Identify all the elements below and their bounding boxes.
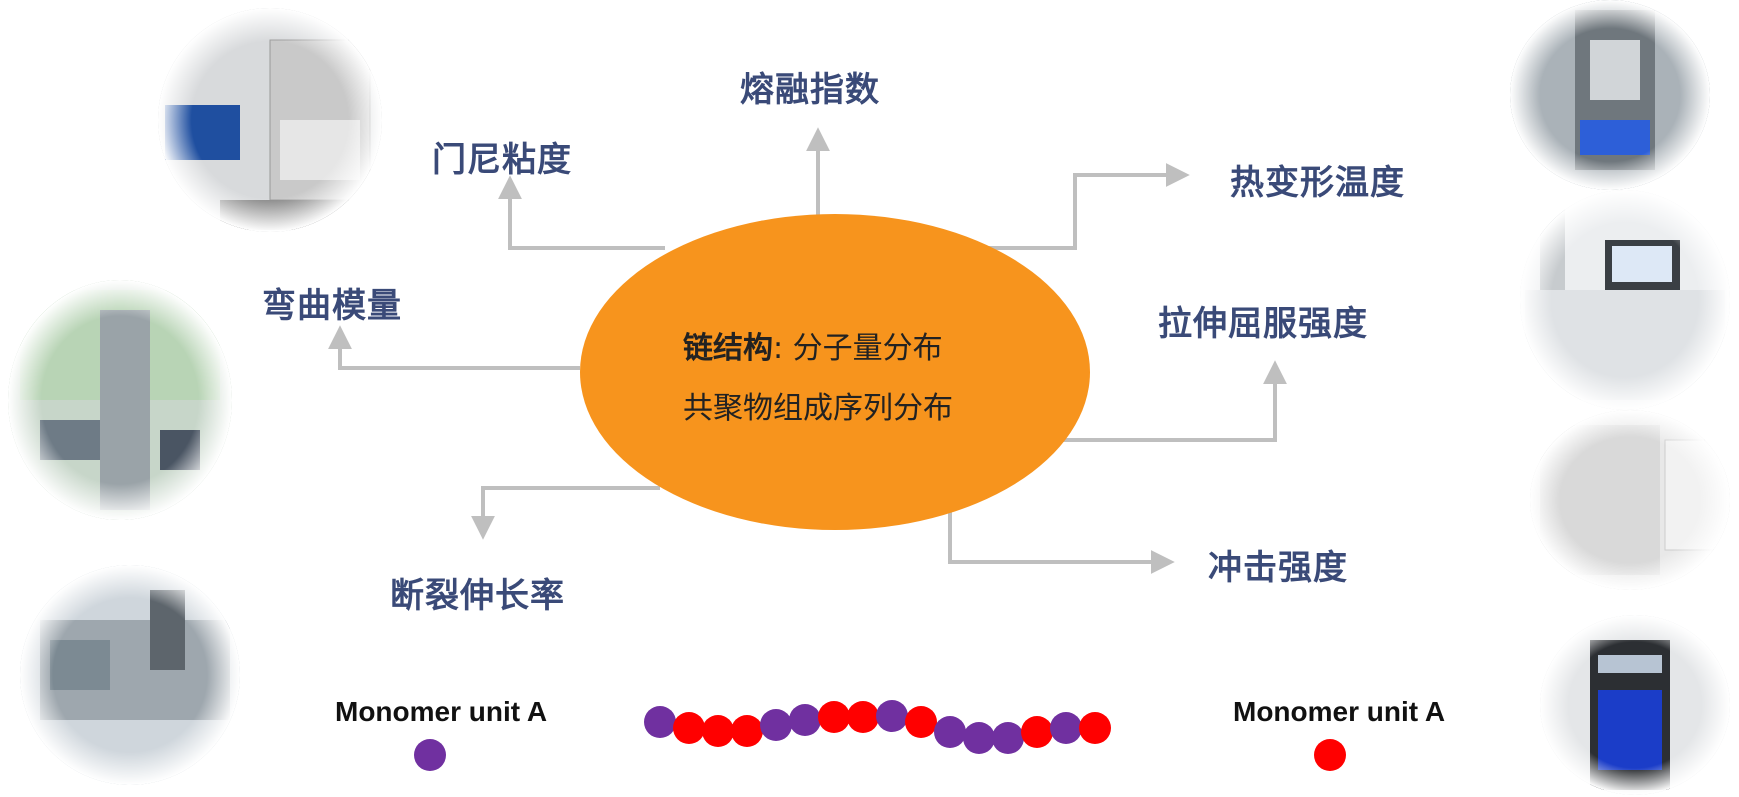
arrow-tensile [1040, 360, 1287, 442]
arrow-mooney [498, 175, 665, 250]
chain-bead-b [1079, 712, 1111, 744]
arrow-flexural [328, 325, 580, 370]
photo-instrument-top-left [158, 8, 382, 232]
connector-arrows [328, 127, 1287, 574]
chain-bead-b [673, 712, 705, 744]
photo-reactor-left [8, 280, 232, 520]
photo-instrument-top-right [1510, 0, 1710, 190]
center-line-2: 共聚物组成序列分布 [683, 391, 953, 426]
arrow-heat-deflection [960, 163, 1190, 250]
monomer-label-left: Monomer unit A [335, 696, 548, 727]
label-impact-strength: 冲击强度 [1208, 548, 1348, 588]
monomer-dot-left [414, 739, 446, 771]
label-mooney-viscosity: 门尼粘度 [432, 140, 572, 180]
photo-device-bottom-right [1540, 615, 1730, 795]
chain-bead-a [934, 716, 966, 748]
chain-bead-b [847, 701, 879, 733]
arrow-impact [948, 505, 1175, 574]
center-line-1: 链结构: 分子量分布 [683, 323, 943, 367]
photo-analyzer-right [1520, 190, 1730, 410]
chain-structure-ellipse [580, 214, 1090, 530]
chain-bead-a [992, 722, 1024, 754]
chain-bead-a [963, 722, 995, 754]
label-melt-index: 熔融指数 [740, 70, 880, 110]
chain-bead-a [876, 700, 908, 732]
chain-bead-b [1021, 716, 1053, 748]
chain-bead-a [789, 704, 821, 736]
chain-bead-a [1050, 712, 1082, 744]
chain-bead-b [731, 715, 763, 747]
photo-tester-bottom-left [20, 565, 240, 785]
chain-bead-b [818, 701, 850, 733]
chain-bead-b [702, 715, 734, 747]
arrow-elongation [471, 486, 660, 540]
label-flexural-modulus: 弯曲模量 [262, 286, 402, 326]
chain-bead-b [905, 706, 937, 738]
monomer-label-right: Monomer unit A [1233, 696, 1446, 727]
label-tensile-yield: 拉伸屈服强度 [1158, 304, 1368, 344]
chain-bead-a [760, 709, 792, 741]
polymer-chain [644, 700, 1111, 754]
molecular-weight-distribution: : 分子量分布 [773, 331, 943, 366]
label-elongation-break: 断裂伸长率 [390, 576, 565, 616]
monomer-dot-right [1314, 739, 1346, 771]
label-heat-deflection: 热变形温度 [1230, 163, 1405, 203]
photo-cabinet-right [1530, 410, 1730, 590]
chain-bead-a [644, 706, 676, 738]
chain-structure-label: 链结构 [683, 331, 773, 366]
